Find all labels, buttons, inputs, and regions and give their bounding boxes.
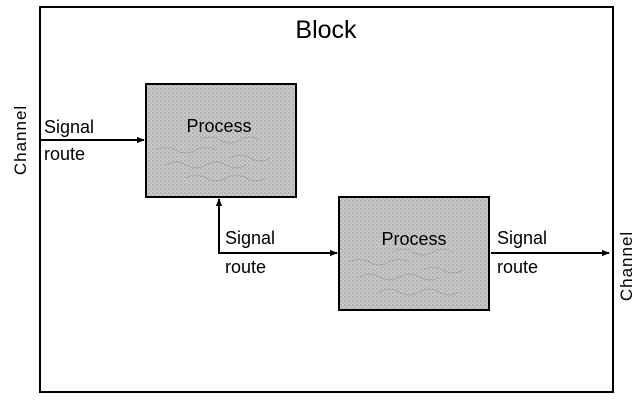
signal-route-2-label-line2: route [225,257,266,277]
signal-route-3-label-line1: Signal [497,228,547,248]
signal-route-3-label-line2: route [497,257,538,277]
channel-label-right: Channel [617,231,636,301]
process-2-texture [348,248,464,296]
signal-route-2-label-line1: Signal [225,228,275,248]
signal-route-1-label-line1: Signal [44,117,94,137]
process-2-label: Process [381,229,446,249]
process-1-texture [155,136,271,182]
block-title: Block [295,16,357,44]
process-2[interactable]: Process [338,196,490,311]
signal-route-1-label-line2: route [44,144,85,164]
process-2-box [338,196,490,311]
channel-label-left: Channel [11,105,30,175]
block-frame [39,6,614,393]
signal-route-2-arrow [215,198,338,257]
process-1[interactable]: Process [145,83,297,198]
process-1-label: Process [186,116,251,136]
